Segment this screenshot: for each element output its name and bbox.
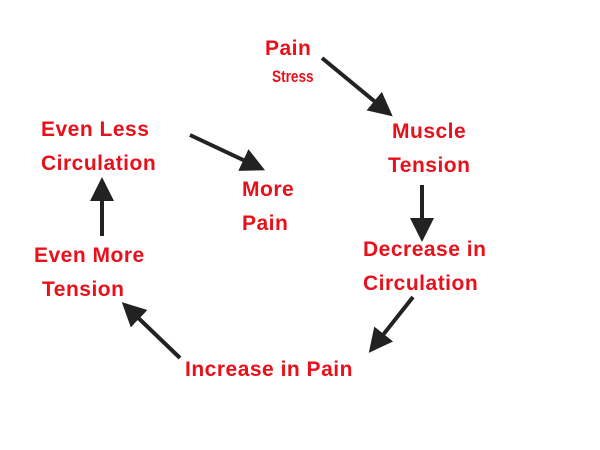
node-muscle-tension-line2: Tension: [388, 154, 471, 177]
arrow-increase-pain-to-even-more-tension: [121, 302, 182, 360]
node-muscle-tension: Muscle Tension: [388, 115, 470, 183]
arrow-decrease-circulation-to-increase-pain: [368, 295, 415, 353]
node-decrease-circulation-line1: Decrease in: [363, 238, 487, 261]
node-even-more-tension-line1: Even More: [34, 244, 145, 267]
node-muscle-tension-line1: Muscle: [392, 120, 467, 143]
node-decrease-circulation-line2: Circulation: [363, 272, 479, 295]
node-pain: Pain: [265, 32, 311, 66]
node-even-less-circulation-line2: Circulation: [41, 152, 157, 175]
node-even-more-tension-line2: Tension: [42, 278, 125, 301]
node-increase-pain-text: Increase in Pain: [185, 358, 353, 381]
node-more-pain: More Pain: [242, 173, 294, 241]
node-even-less-circulation-line1: Even Less: [41, 118, 150, 141]
node-more-pain-line1: More: [242, 178, 295, 201]
node-stress-text: Stress: [272, 67, 314, 86]
arrow-even-less-circulation-to-more-pain: [189, 133, 266, 171]
node-even-more-tension: Even More Tension: [34, 239, 145, 307]
arrow-pain-to-muscle-tension: [320, 56, 393, 117]
node-decrease-circulation: Decrease in Circulation: [363, 233, 486, 301]
node-stress: Stress: [272, 67, 314, 87]
node-more-pain-line2: Pain: [242, 212, 289, 235]
node-even-less-circulation: Even Less Circulation: [41, 113, 156, 181]
node-pain-text: Pain: [265, 37, 312, 60]
node-increase-pain: Increase in Pain: [185, 353, 353, 387]
